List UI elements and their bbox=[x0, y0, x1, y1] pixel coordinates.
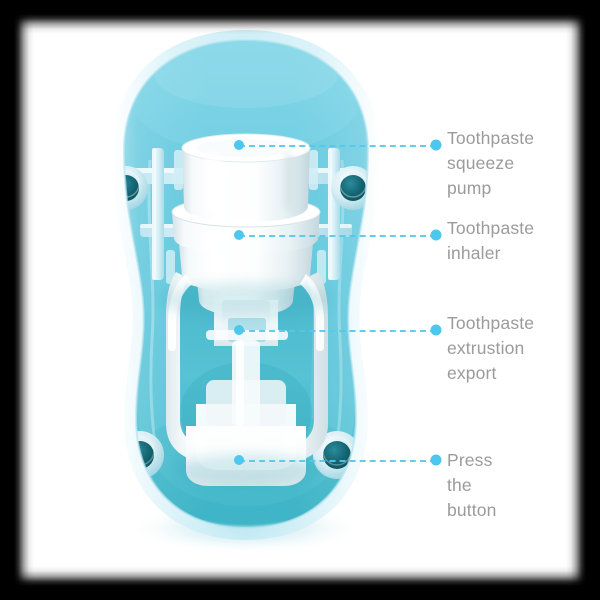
callout-leader-line-press-button bbox=[239, 460, 436, 462]
callout-anchor-dot-extrusion-export bbox=[234, 325, 244, 335]
callout-anchor-dot-inhaler bbox=[234, 230, 244, 240]
callout-end-dot-press-button bbox=[430, 454, 442, 466]
callout-label-extrusion-export: Toothpaste extrustion export bbox=[447, 313, 535, 383]
callout-end-dot-extrusion-export bbox=[430, 324, 442, 336]
callout-end-dot-inhaler bbox=[430, 229, 442, 241]
callout-anchor-dot-press-button bbox=[234, 455, 244, 465]
callout-label-squeeze-pump: Toothpaste squeeze pump bbox=[447, 128, 535, 198]
callout-anchor-dot-squeeze-pump bbox=[234, 140, 244, 150]
callout-end-dot-squeeze-pump bbox=[430, 139, 442, 151]
callout-leader-line-extrusion-export bbox=[239, 330, 436, 332]
callout-leader-line-inhaler bbox=[239, 235, 436, 237]
callout-leader-line-squeeze-pump bbox=[239, 145, 436, 147]
callout-label-press-button: Press the button bbox=[447, 450, 497, 520]
callout-label-inhaler: Toothpaste inhaler bbox=[447, 218, 535, 263]
